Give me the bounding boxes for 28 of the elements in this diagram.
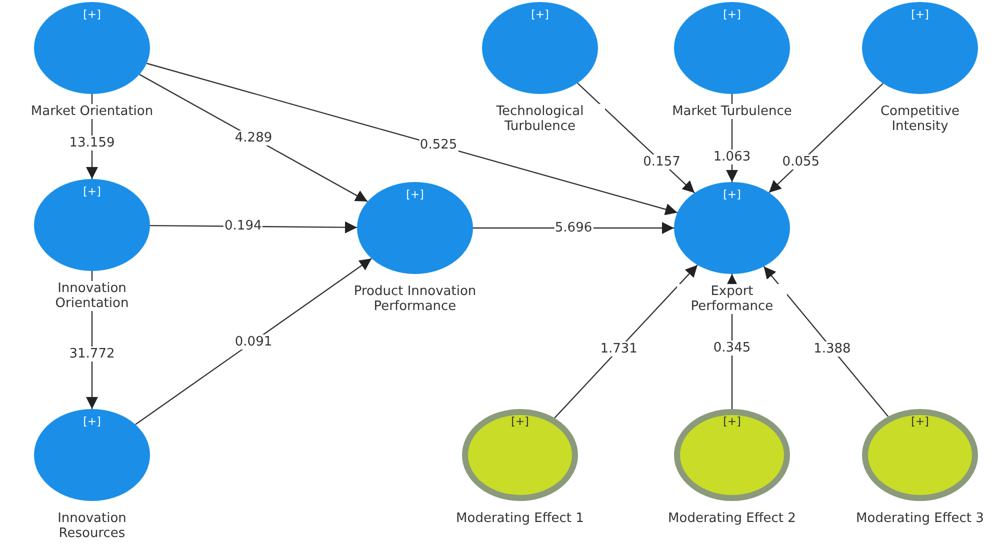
expand-marker: [+] bbox=[723, 8, 741, 21]
arrow bbox=[768, 83, 884, 193]
edge-label: 0.055 bbox=[781, 154, 821, 170]
edge-label: 0.345 bbox=[712, 340, 752, 356]
expand-marker: [+] bbox=[911, 8, 929, 21]
edge-label: 0.091 bbox=[234, 334, 274, 349]
arrow bbox=[139, 74, 368, 202]
expand-marker: [+] bbox=[723, 188, 741, 201]
node-label: Export Performance bbox=[677, 284, 787, 314]
edge-label: 1.731 bbox=[599, 342, 638, 357]
arrow bbox=[554, 264, 698, 418]
expand-marker: [+] bbox=[511, 415, 529, 428]
edge-label: 31.772 bbox=[68, 346, 116, 362]
arrow bbox=[146, 62, 678, 216]
edge-label: 1.388 bbox=[812, 342, 852, 356]
edge-label: 0.157 bbox=[642, 154, 682, 170]
expand-marker: [+] bbox=[531, 8, 549, 21]
edge-label: 13.159 bbox=[68, 136, 116, 151]
edge-label: 0.525 bbox=[418, 138, 458, 153]
expand-marker: [+] bbox=[911, 415, 929, 428]
edge-label: 1.063 bbox=[712, 150, 752, 165]
edge-label: 4.289 bbox=[234, 130, 274, 146]
expand-marker: [+] bbox=[406, 188, 424, 201]
expand-marker: [+] bbox=[83, 8, 101, 21]
arrow bbox=[135, 258, 372, 425]
expand-marker: [+] bbox=[723, 415, 741, 428]
expand-marker: [+] bbox=[83, 415, 101, 428]
expand-marker: [+] bbox=[83, 185, 101, 198]
